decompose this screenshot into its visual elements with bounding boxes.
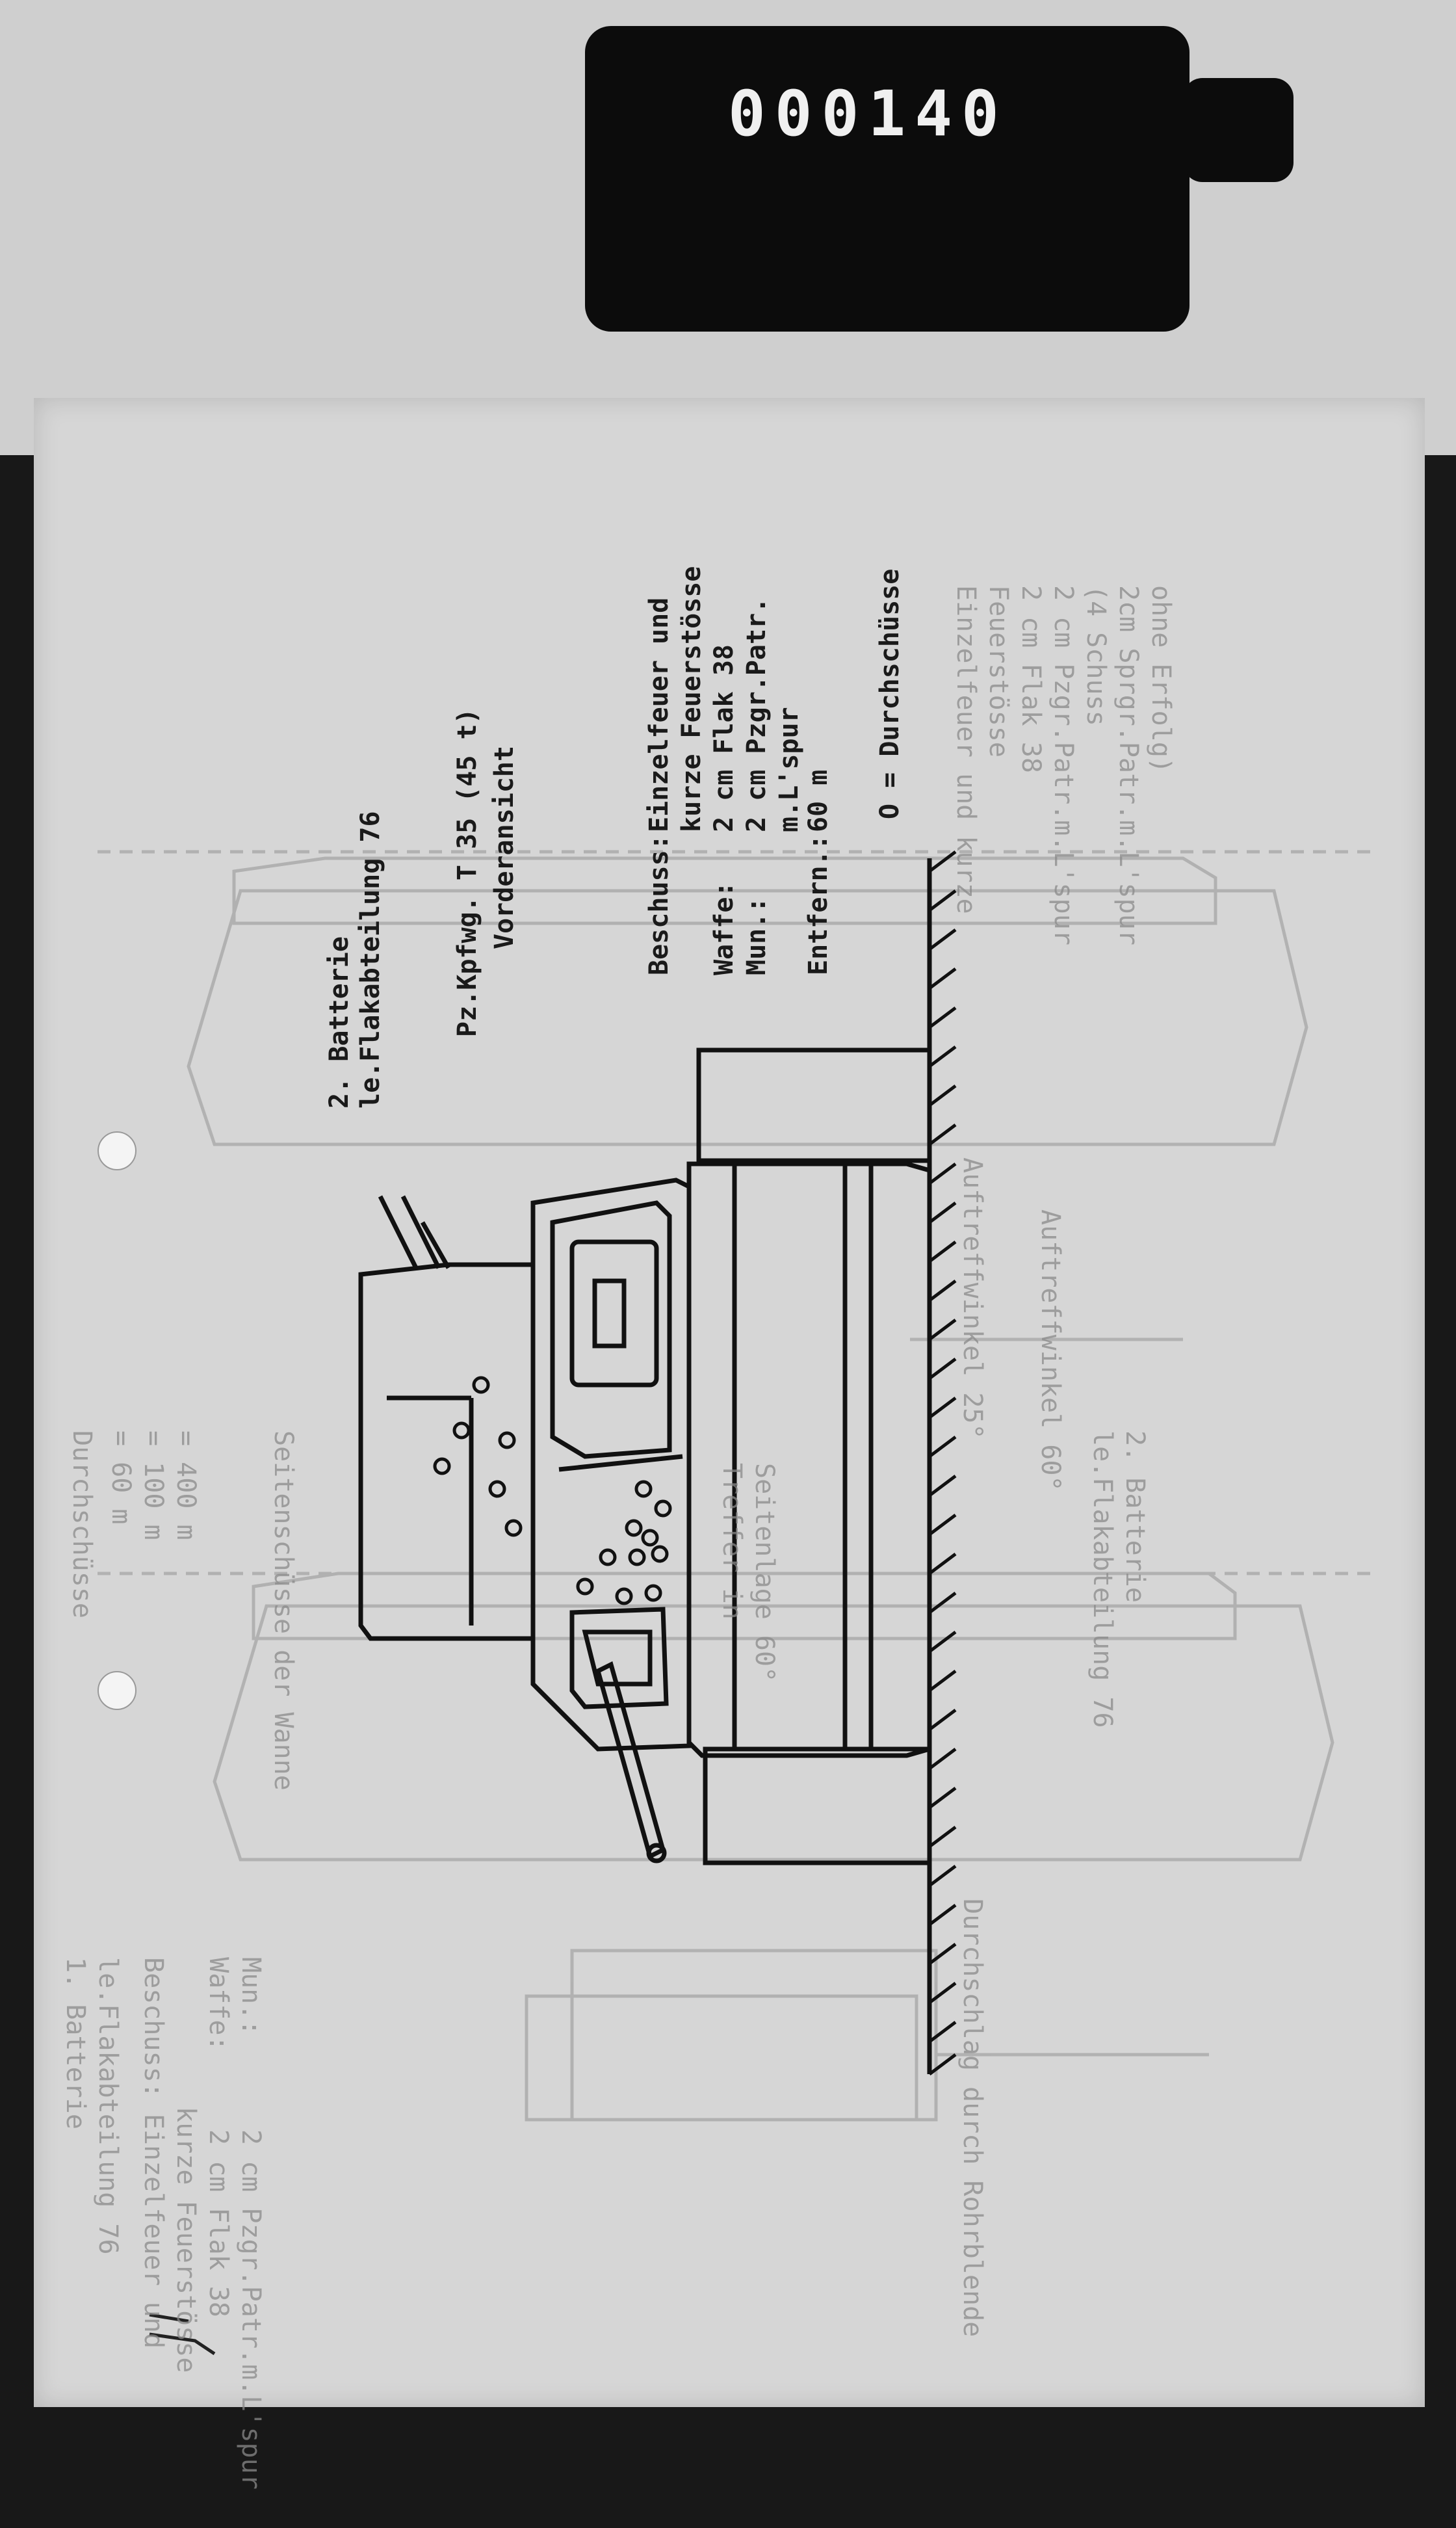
ghost-top-2: Feuerstösse — [983, 585, 1013, 757]
ghost-bottom-5: Waffe: 2 cm Flak 38 — [203, 1957, 233, 2317]
ghost-bottom-2: le.Flakabteilung 76 — [93, 1957, 123, 2255]
unit-label: le.Flakabteilung 76 — [356, 811, 385, 1109]
ghost-mid-4: 2. Batterie — [1120, 1430, 1150, 1603]
mun-value-line-2: m.L'spur — [774, 707, 804, 832]
beschuss-value-line-1: Einzelfeuer und — [644, 597, 674, 832]
beschuss-label: Beschuss: — [644, 834, 674, 975]
frame-counter-knob — [1183, 78, 1294, 182]
mun-label: Mun.: — [742, 897, 772, 975]
ghost-mid-3: le.Flakabteilung 76 — [1087, 1430, 1117, 1728]
ghost-mid-10: Treffer in — [717, 1463, 747, 1620]
mun-value-line-1: 2 cm Pzgr.Patr. — [742, 597, 772, 832]
ghost-top-7: ohne Erfolg) — [1146, 585, 1176, 773]
punch-hole-lower — [98, 1671, 136, 1710]
view-label: Vorderansicht — [489, 745, 519, 949]
ghost-mid-7: = 60 m — [106, 1430, 136, 1525]
ghost-top-4: 2 cm Pzgr.Patr.m.L'spur — [1048, 585, 1078, 945]
document-page — [34, 398, 1425, 2407]
penetration-marks — [433, 1376, 672, 1605]
waffe-label: Waffe: — [709, 881, 739, 976]
vehicle-label: Pz.Kpfwg. T 35 (45 t) — [452, 708, 482, 1037]
ghost-mid-1: Auftreffwinkel 25° — [957, 1157, 987, 1440]
ghost-mid-9: = 400 m — [171, 1430, 201, 1540]
ghost-top-6: 2cm Sprgr.Patr.m.L'spur — [1113, 585, 1143, 945]
bleed-through-sketch — [98, 850, 1378, 2122]
handwritten-check-mark — [149, 2313, 216, 2356]
ghost-top-5: (4 Schuss — [1081, 585, 1111, 726]
ghost-mid-2: Auftreffwinkel 60° — [1035, 1209, 1065, 1492]
ghost-bottom-3: Beschuss: Einzelfeuer und — [138, 1957, 168, 2349]
legend-durchschuesse: O = Durchschüsse — [875, 568, 905, 819]
ghost-mid-8: = 100 m — [138, 1430, 168, 1540]
ghost-top-1: Einzelfeuer und kurze — [951, 585, 981, 914]
ghost-mid-5: Seitenschüsse der Wanne — [268, 1430, 298, 1791]
frame-counter: 000140 — [728, 77, 1008, 150]
entfern-label: Entfern.: — [803, 834, 833, 975]
ghost-bottom-6: Mun.: 2 cm Pzgr.Patr.m.L'spur — [236, 1957, 266, 2490]
ghost-bottom-1: 1. Batterie — [60, 1957, 90, 2129]
ghost-top-3: 2 cm Flak 38 — [1016, 585, 1046, 773]
punch-hole-upper — [98, 1131, 136, 1170]
ghost-mid-11: Seitenlage 60° — [749, 1463, 779, 1683]
ghost-bottom-4: kurze Feuerstösse — [171, 2107, 201, 2373]
entfern-value: 60 m — [803, 769, 833, 832]
tank-outline — [358, 850, 957, 2075]
beschuss-value-line-2: kurze Feuerstösse — [677, 566, 707, 832]
waffe-value: 2 cm Flak 38 — [709, 644, 739, 832]
battery-label: 2. Batterie — [324, 936, 354, 1109]
ghost-mid-6: Durchschüsse — [67, 1430, 97, 1618]
ghost-bottom-7: Durchschlag durch Rohrblende — [957, 1899, 987, 2337]
frame-counter-box — [585, 26, 1190, 332]
